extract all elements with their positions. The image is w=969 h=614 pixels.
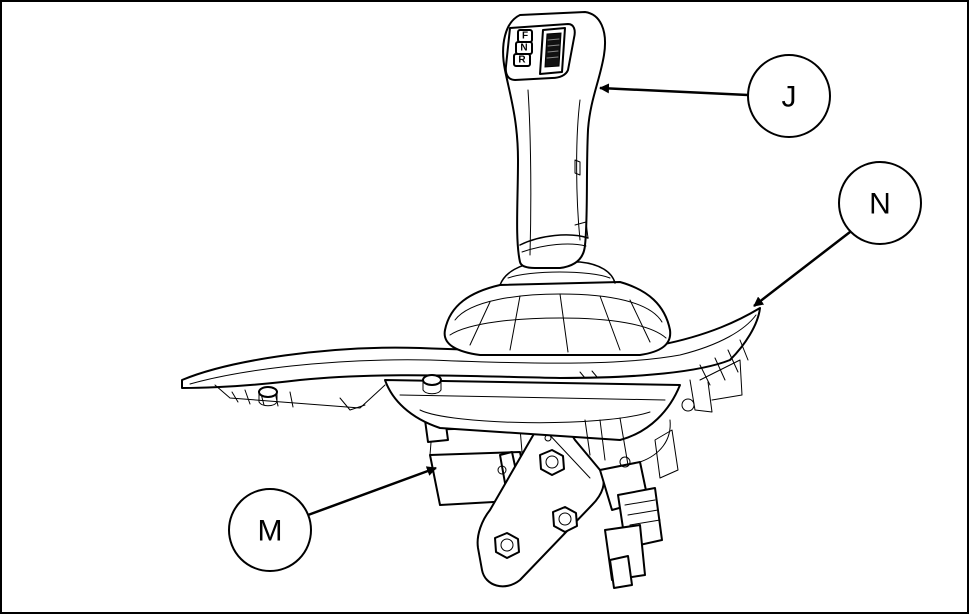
callout-circle-j	[747, 54, 831, 138]
nut-top	[539, 449, 565, 476]
leader-arrow-j	[599, 83, 749, 97]
neutral-label: N	[520, 43, 527, 54]
callout-n: N	[753, 161, 922, 307]
fnr-labels: F N R	[513, 29, 533, 67]
joystick-handle: F N R	[502, 11, 606, 269]
callout-circle-n	[838, 161, 922, 245]
callout-circle-m	[228, 488, 312, 572]
center-standoff	[422, 374, 442, 395]
callout-label-j: J	[782, 81, 797, 114]
leader-arrow-m	[307, 466, 437, 517]
console-bezel	[181, 307, 761, 411]
forward-label: F	[522, 31, 528, 42]
reverse-label: R	[518, 55, 526, 66]
callout-m: M	[228, 466, 437, 572]
callout-j: J	[599, 54, 831, 138]
leader-arrow-n	[753, 231, 851, 307]
lower-housing	[384, 359, 743, 468]
wiring-connector	[599, 419, 679, 589]
joystick-boot	[443, 261, 672, 356]
nut-bottom	[494, 532, 520, 559]
fnr-rocker-switch	[539, 27, 566, 75]
callout-label-m: M	[258, 515, 283, 548]
left-standoff	[258, 386, 278, 407]
mounting-bracket	[424, 417, 605, 588]
callout-label-n: N	[869, 188, 891, 221]
nut-middle	[552, 506, 578, 533]
